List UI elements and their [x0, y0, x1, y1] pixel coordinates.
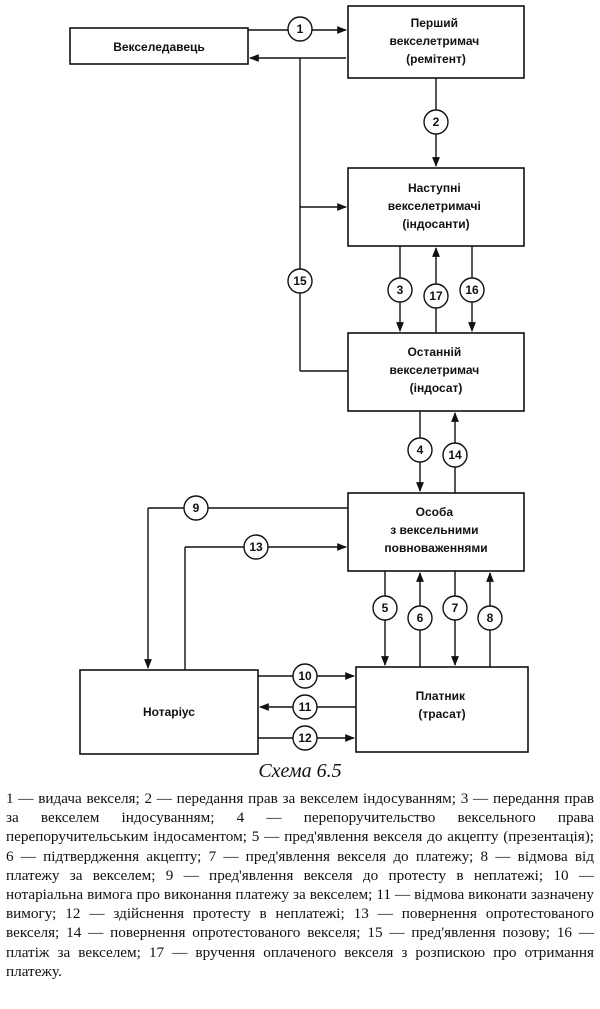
bill-of-exchange-flow-diagram: Векселедавець Перший векселетримач (ремі… [69, 5, 529, 755]
legend-item-7: 7 — пред'явлення векселя до платежу; [208, 847, 474, 865]
badge-8: 8 [477, 605, 503, 631]
badge-16: 16 [459, 277, 485, 303]
badge-4: 4 [407, 437, 433, 463]
svg-text:3: 3 [397, 283, 404, 297]
svg-text:9: 9 [193, 501, 200, 515]
legend-item-8: 8 — відмова від платежу за векселем; [6, 847, 594, 884]
svg-text:Особа з вексельними: Особа з вексельними повноваженнями [384, 505, 487, 555]
badge-6: 6 [407, 605, 433, 631]
badge-11: 11 [292, 694, 318, 720]
badge-7: 7 [442, 595, 468, 621]
legend-text: 1 — видача векселя; 2 — передання прав з… [6, 789, 594, 981]
badge-5: 5 [372, 595, 398, 621]
svg-text:10: 10 [298, 669, 312, 683]
svg-text:Векселедавець: Векселедавець [113, 40, 205, 54]
svg-text:8: 8 [487, 611, 494, 625]
badge-3: 3 [387, 277, 413, 303]
svg-text:17: 17 [429, 289, 443, 303]
svg-text:Нотаріус: Нотаріус [143, 705, 195, 719]
badge-2: 2 [423, 109, 449, 135]
svg-text:11: 11 [299, 700, 312, 714]
svg-text:12: 12 [298, 731, 312, 745]
legend-item-11: 11 — відмова виконати зазначену вимогу; [6, 886, 595, 923]
box-payer: Платник (трасат) [355, 666, 529, 753]
svg-text:4: 4 [417, 443, 424, 457]
figure-caption: Схема 6.5 [258, 760, 342, 782]
legend-item-4: 4 — перепоручительство вексельного права… [6, 809, 594, 846]
box-drawer: Векселедавець [69, 27, 249, 65]
badge-17: 17 [423, 283, 449, 309]
legend-item-2: 2 — передання прав за векселем індосуван… [144, 790, 457, 807]
svg-text:6: 6 [417, 611, 424, 625]
legend-item-6: 6 — підтвердження акцепту; [6, 847, 202, 865]
badge-10: 10 [292, 663, 318, 689]
svg-text:16: 16 [465, 283, 479, 297]
legend-item-16: 16 — платіж за векселем; [6, 924, 595, 961]
badge-13: 13 [243, 534, 269, 560]
svg-text:15: 15 [293, 274, 307, 288]
badge-14: 14 [442, 442, 468, 468]
legend-item-10: 10 — нотаріальна вимога про виконання пл… [6, 866, 595, 904]
legend-item-1: 1 — видача векселя; [6, 790, 140, 807]
svg-text:1: 1 [297, 22, 304, 36]
badge-15: 15 [287, 268, 313, 294]
badge-12: 12 [292, 725, 318, 751]
legend-item-17: 17 — вручення оплаченого векселя з розпи… [6, 943, 594, 980]
badge-1: 1 [287, 16, 313, 42]
legend-item-15: 15 — пред'явлення позову; [367, 924, 550, 942]
svg-text:14: 14 [448, 448, 462, 462]
svg-text:Останній векселетримач: Останній векселетримач (індосат) [389, 345, 482, 395]
legend-item-3: 3 — передання прав за векселем індосуван… [6, 790, 595, 827]
legend-item-5: 5 — пред'явлення векселя до акцепту (пре… [251, 828, 594, 846]
badge-9: 9 [183, 495, 209, 521]
legend-item-9: 9 — пред'явлення векселя до протесту в н… [165, 866, 544, 884]
svg-text:Платник (трасат): Платник (трасат) [416, 689, 469, 721]
legend-item-12: 12 — здійснення протесту в неплатежі; [65, 905, 345, 923]
svg-text:13: 13 [249, 540, 263, 554]
box-first-holder: Перший векселетримач (ремітент) [347, 5, 525, 79]
box-authorized-agent: Особа з вексельними повноваженнями [347, 492, 525, 572]
svg-text:Перший векселетримач: Перший векселетримач (ремітент) [389, 16, 482, 66]
svg-text:7: 7 [452, 601, 459, 615]
legend-item-14: 14 — повернення опротестованого векселя; [66, 924, 361, 942]
legend-item-13: 13 — повернення опротестованого векселя; [6, 905, 595, 942]
svg-text:2: 2 [433, 115, 440, 129]
box-last-holder: Останній векселетримач (індосат) [347, 332, 525, 412]
svg-text:5: 5 [382, 601, 389, 615]
svg-text:Наступні векселетримачі: Наступні векселетримачі (індосанти) [388, 181, 484, 231]
box-notary: Нотаріус [79, 669, 259, 755]
box-next-holders: Наступні векселетримачі (індосанти) [347, 167, 525, 247]
